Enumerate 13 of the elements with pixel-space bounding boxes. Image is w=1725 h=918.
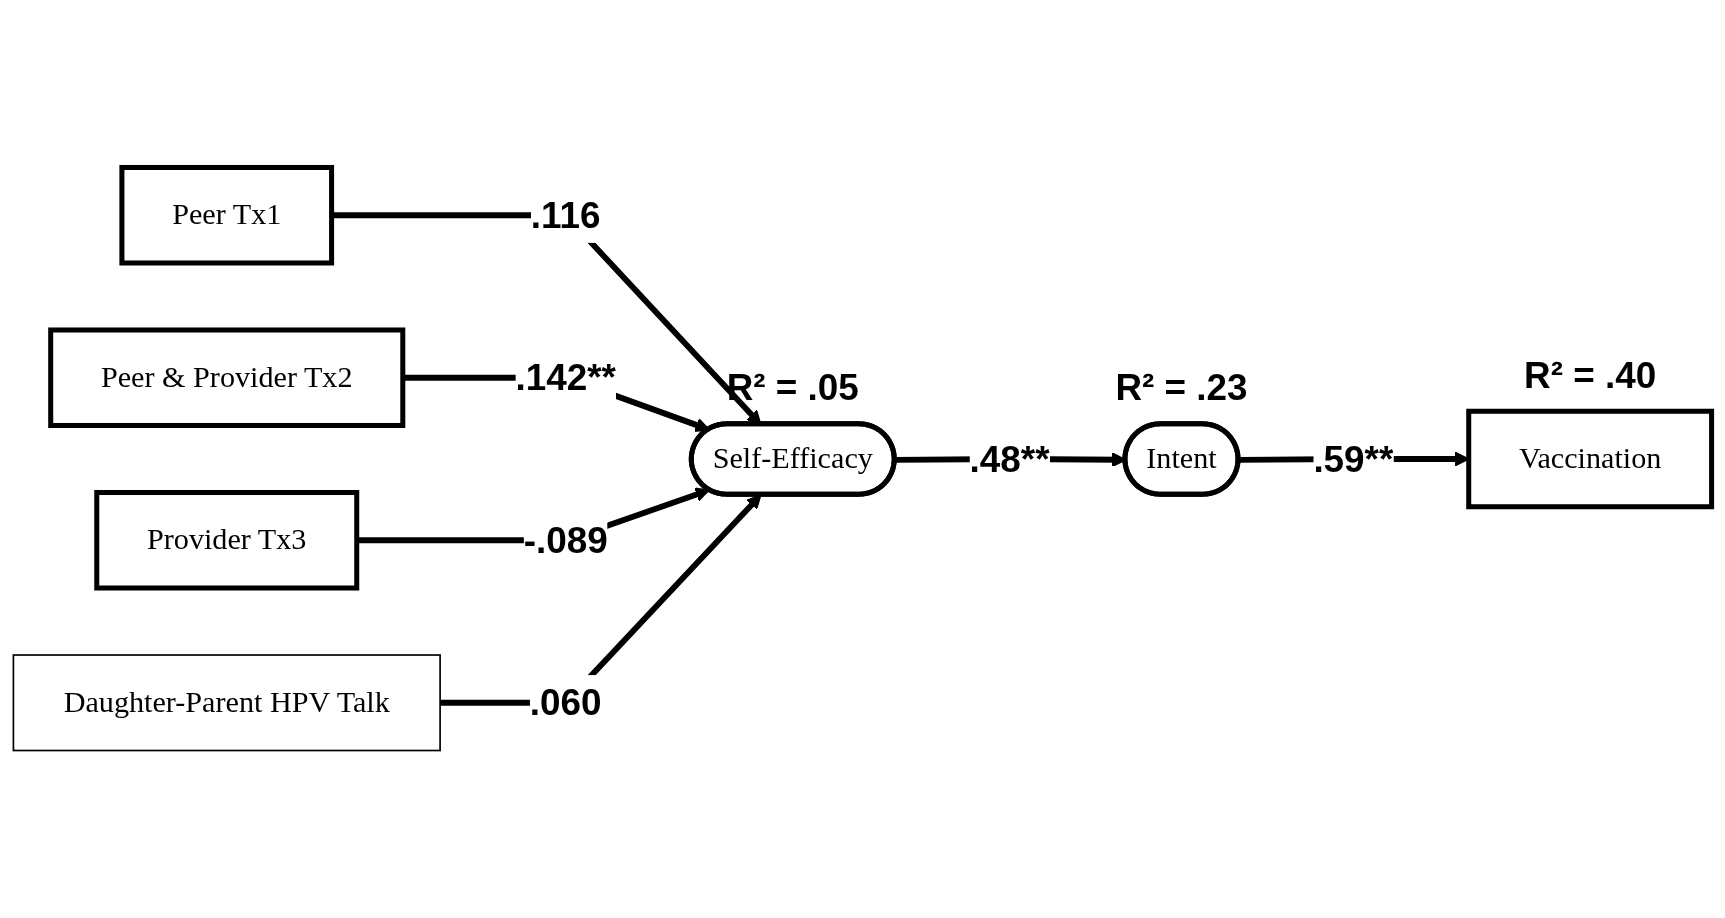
edge-label: .59**	[1313, 438, 1394, 480]
node-box: Peer Tx1	[119, 164, 335, 266]
node-box: Vaccination	[1466, 408, 1715, 510]
node-box: Provider Tx3	[94, 490, 360, 591]
edge-label: .060	[529, 681, 602, 724]
r-squared-label: R² = .40	[1524, 354, 1657, 396]
node-box: Daughter-Parent HPV Talk	[12, 654, 441, 752]
edge-label: .116	[530, 194, 601, 237]
edge-label: .48**	[969, 438, 1050, 480]
edge-label: -.089	[523, 519, 608, 562]
edge-label: .142**	[515, 356, 616, 399]
node-box: Peer & Provider Tx2	[48, 327, 406, 428]
r-squared-label: R² = .23	[1115, 367, 1248, 409]
